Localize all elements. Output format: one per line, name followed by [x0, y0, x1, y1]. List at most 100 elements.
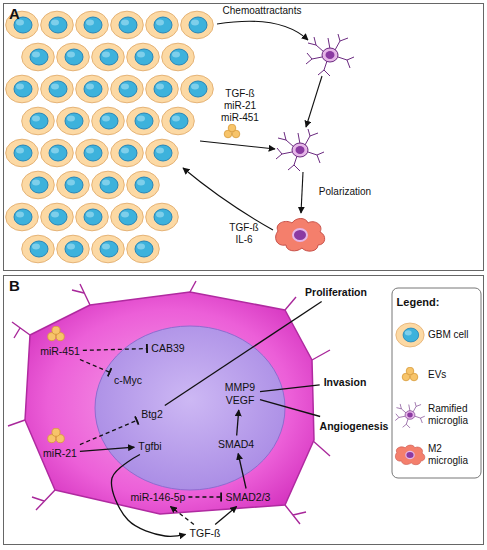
panel-letter: B: [9, 277, 20, 294]
legend-text: EVs: [428, 369, 480, 381]
activation-connector: [215, 507, 237, 525]
gbm-cell: [111, 75, 144, 103]
cell-process: [32, 490, 55, 510]
gbm-cell: [92, 235, 125, 263]
ev-arrow: [200, 141, 275, 149]
legend-box: [392, 288, 481, 478]
annotation-label: Legend:: [397, 296, 440, 308]
cell-process: [312, 350, 330, 360]
pathway-node: Tgfbi: [137, 440, 162, 453]
gbm-cell: [162, 107, 195, 135]
feedback-arrow: [183, 168, 273, 230]
gbm-cell: [146, 203, 179, 231]
legend-text: GBM cell: [428, 329, 480, 341]
ev-icon: [48, 428, 65, 442]
legend-text: Ramified microglia: [428, 403, 480, 427]
gbm-cell: [22, 171, 55, 199]
pathway-node: MMP9 VEGF: [222, 381, 258, 407]
gbm-cell: [76, 203, 109, 231]
node-text: miR-21: [43, 447, 77, 460]
gbm-cell: [111, 139, 144, 167]
node-text: Btg2: [141, 408, 163, 421]
annotation-label: TGF-ß: [229, 222, 258, 234]
node-text: Proliferation: [305, 286, 367, 299]
gbm-cell: [127, 171, 160, 199]
cell-process: [285, 297, 296, 310]
node-text: miR-451: [40, 345, 80, 358]
gbm-cell: [6, 203, 39, 231]
gbm-cell: [57, 43, 90, 71]
inhibition-connector: [83, 349, 148, 351]
pathway-node: miR-146-5p: [130, 491, 187, 504]
legend-m2-microglia: [395, 445, 424, 465]
gbm-cell: [57, 107, 90, 135]
cell-nucleus: [95, 326, 285, 490]
activation-connector: [260, 385, 320, 392]
legend-ev: [402, 367, 418, 381]
gbm-cell: [22, 43, 55, 71]
m2-microglia: [276, 219, 325, 252]
gbm-cell: [22, 235, 55, 263]
pathway-node: miR-451: [39, 345, 81, 358]
cell-processes: [8, 281, 330, 524]
gbm-cell: [127, 43, 160, 71]
gbm-cell: [76, 139, 109, 167]
ev-icon: [48, 326, 65, 340]
cell-process: [312, 440, 330, 456]
node-text: TGF-ß: [190, 527, 221, 540]
node-text: c-Myc: [114, 374, 142, 387]
gbm-cell: [92, 107, 125, 135]
ramified-microglia: [306, 34, 354, 76]
inhibition-connector: [188, 496, 221, 497]
node-text: Invasion: [324, 376, 367, 389]
gbm-cell: [22, 107, 55, 135]
pathway-node: Invasion: [323, 376, 368, 389]
gbm-cell: [76, 11, 109, 39]
activation-connector: [237, 410, 239, 436]
gbm-cell: [41, 139, 74, 167]
node-text: miR-146-5p: [131, 491, 186, 504]
gbm-cell: [92, 43, 125, 71]
legend-gbm-cell: [396, 323, 424, 347]
microglia-cell: [25, 292, 314, 514]
gbm-cell: [127, 107, 160, 135]
inhibition-connector: [80, 360, 110, 373]
legend-ramified-microglia: [395, 402, 425, 428]
ramified-microglia: [276, 129, 324, 171]
gbm-cell: [162, 43, 195, 71]
pathway-node: TGF-ß: [189, 527, 222, 540]
pathway-node: Angiogenesis: [319, 420, 390, 433]
node-text: Tgfbi: [138, 440, 161, 453]
gbm-cell: [127, 235, 160, 263]
pathway-node: CAB39: [150, 342, 185, 355]
gbm-cell: [111, 203, 144, 231]
cell-process: [285, 505, 306, 524]
pathway-node: miR-21: [42, 447, 78, 460]
legend-text: M2 microglia: [428, 443, 480, 467]
gbm-cell: [146, 11, 179, 39]
gbm-cell: [57, 171, 90, 199]
gbm-cell: [111, 11, 144, 39]
gbm-cell: [76, 75, 109, 103]
activation-connector: [260, 400, 320, 417]
node-text: CAB39: [151, 342, 184, 355]
node-text: SMAD4: [218, 438, 254, 451]
ev-icon: [224, 124, 240, 138]
activation-connector: [111, 455, 185, 537]
inhibition-connector: [80, 420, 137, 444]
cell-process: [190, 281, 196, 292]
pathway-node: SMAD2/3: [225, 491, 272, 504]
gbm-cell: [6, 75, 39, 103]
gbm-cell: [57, 235, 90, 263]
annotation-label: Chemoattractants: [223, 5, 302, 17]
signal-arrow: [217, 21, 308, 40]
gbm-cell: [146, 75, 179, 103]
gbm-cell: [41, 11, 74, 39]
pathway-node: c-Myc: [113, 374, 143, 387]
activation-connector: [170, 507, 194, 525]
gbm-cell: [41, 203, 74, 231]
pathway-node: Btg2: [140, 408, 164, 421]
annotation-label: miR-451: [221, 112, 259, 124]
pathway-node: Proliferation: [304, 286, 368, 299]
node-text: SMAD2/3: [226, 491, 271, 504]
